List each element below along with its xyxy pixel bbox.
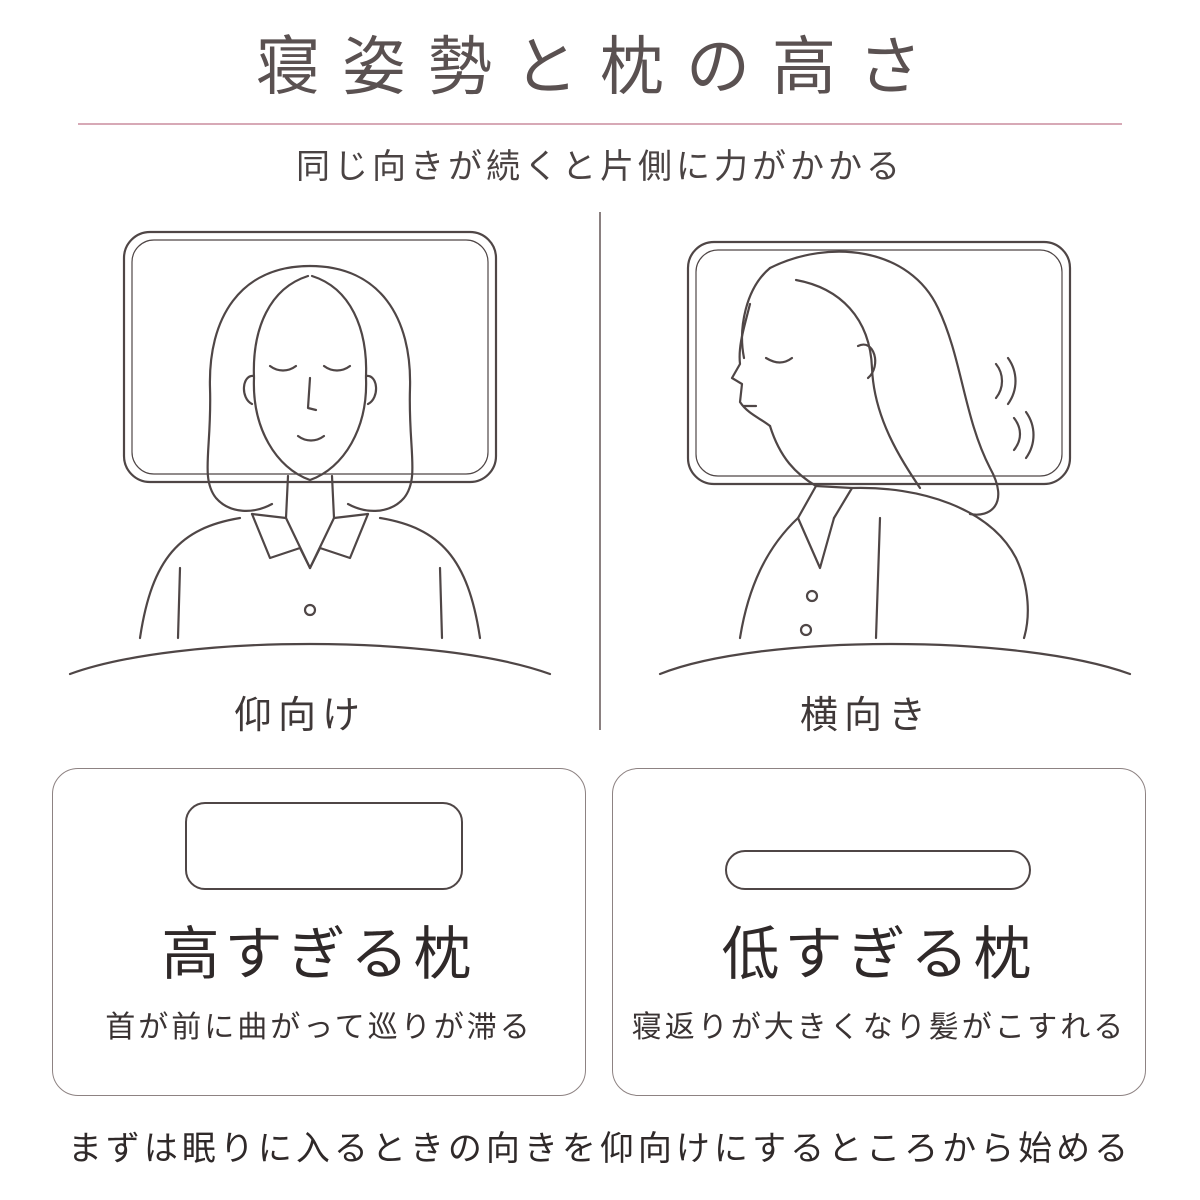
title-underline — [78, 123, 1122, 125]
pillow-outline — [122, 230, 498, 484]
card-title: 低すぎる枕 — [721, 920, 1037, 988]
card-description: 寝返りが大きくなり髪がこすれる — [631, 1010, 1127, 1045]
pillow-too-low-card: 低すぎる枕 寝返りが大きくなり髪がこすれる — [612, 768, 1146, 1096]
page-subtitle: 同じ向きが続くと片側に力がかかる — [296, 147, 904, 187]
back-sleeping-label: 仰向け — [233, 693, 366, 737]
pillow-too-high-card: 高すぎる枕 首が前に曲がって巡りが滞る — [52, 768, 586, 1096]
high-pillow-icon — [185, 802, 463, 890]
side-sleeping-label: 横向き — [799, 693, 932, 737]
center-divider — [599, 212, 601, 730]
footer-advice: まずは眠りに入るときの向きを仰向けにするところから始める — [67, 1129, 1133, 1169]
low-pillow-icon — [725, 850, 1031, 890]
side-sleeper-illustration — [620, 218, 1160, 688]
page-title: 寝姿勢と枕の高さ — [256, 31, 944, 105]
card-description: 首が前に曲がって巡りが滞る — [105, 1010, 533, 1045]
card-title: 高すぎる枕 — [161, 920, 477, 988]
pillow-outline — [686, 240, 1072, 486]
back-sleeper-illustration — [40, 218, 580, 688]
